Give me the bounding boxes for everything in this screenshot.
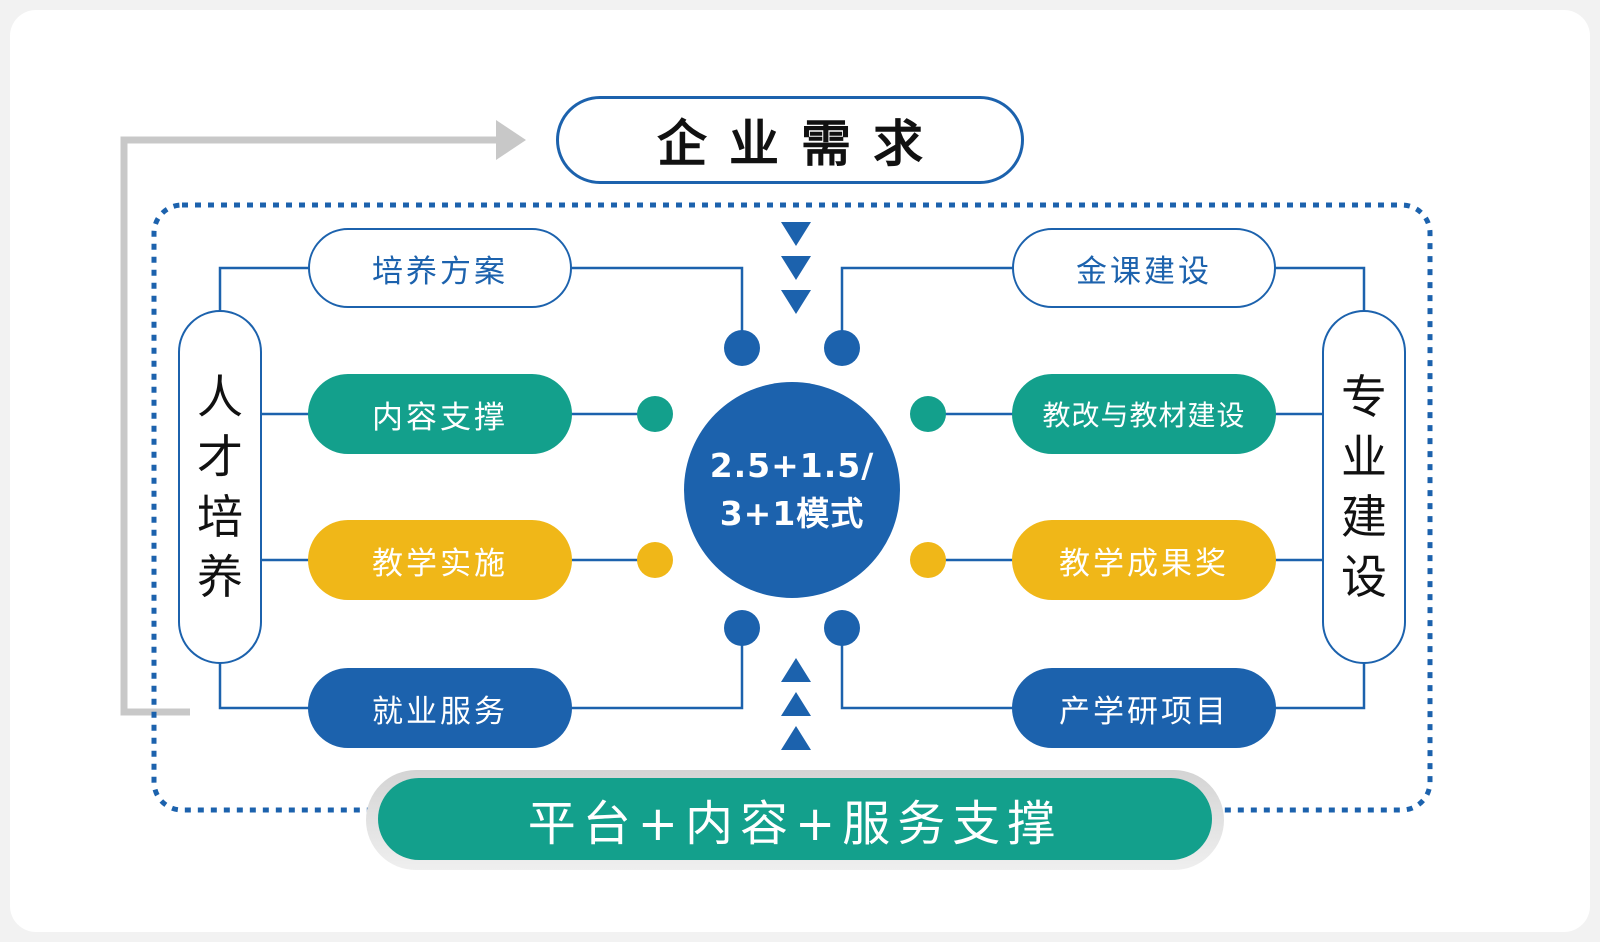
right-item-teaching-reform: 教改与教材建设 <box>1012 374 1276 454</box>
connector-left-vertical-top <box>218 266 310 312</box>
right-item-1-label: 金课建设 <box>1076 253 1212 290</box>
left-item-4-label: 就业服务 <box>372 693 508 730</box>
right-item-research-project: 产学研项目 <box>1012 668 1276 748</box>
talent-cultivation-label: 人才培养 <box>197 370 243 604</box>
dot-mid-left-teal <box>637 396 673 432</box>
down-triangle-1 <box>781 222 811 246</box>
dot-mid-right-teal <box>910 396 946 432</box>
down-triangle-2 <box>781 256 811 280</box>
left-item-1-label: 培养方案 <box>372 253 508 290</box>
left-item-employment-service: 就业服务 <box>308 668 572 748</box>
left-item-2-label: 内容支撑 <box>372 399 508 436</box>
feedback-arrow-line <box>120 136 496 716</box>
connector-right-item4-dot <box>840 628 1014 710</box>
platform-support-label: 平台+内容+服务支撑 <box>527 796 1063 852</box>
dot-top-left <box>724 330 760 366</box>
dot-mid-right-yellow <box>910 542 946 578</box>
right-item-4-label: 产学研项目 <box>1059 693 1229 730</box>
up-triangle-3 <box>781 726 811 750</box>
center-line-2: 3+1模式 <box>719 494 865 533</box>
left-item-training-plan: 培养方案 <box>308 228 572 308</box>
connector-right-item1-dot <box>840 266 1014 346</box>
enterprise-demand-box: 企业需求 <box>556 96 1024 184</box>
up-triangle-1 <box>781 658 811 682</box>
dot-bottom-right <box>824 610 860 646</box>
connector-left-vertical-bottom <box>218 662 310 710</box>
right-item-2-label: 教改与教材建设 <box>1042 399 1246 432</box>
left-item-content-support: 内容支撑 <box>308 374 572 454</box>
left-item-3-label: 教学实施 <box>372 545 508 582</box>
talent-cultivation-pill: 人才培养 <box>178 310 262 664</box>
dot-mid-left-yellow <box>637 542 673 578</box>
platform-support-bar: 平台+内容+服务支撑 <box>378 778 1212 860</box>
center-model-circle: 2.5+1.5/ 3+1模式 <box>684 382 900 598</box>
center-line-1: 2.5+1.5/ <box>709 446 875 485</box>
major-construction-label: 专业建设 <box>1341 370 1387 604</box>
connector-right-vertical-bottom <box>1274 662 1366 710</box>
left-item-teaching-implementation: 教学实施 <box>308 520 572 600</box>
enterprise-demand-label: 企业需求 <box>657 115 945 173</box>
right-item-teaching-award: 教学成果奖 <box>1012 520 1276 600</box>
dot-bottom-left <box>724 610 760 646</box>
connector-right-vertical-top <box>1274 266 1366 312</box>
feedback-arrow-head <box>496 120 526 160</box>
connector-left-item4-dot <box>570 628 744 710</box>
dot-top-right <box>824 330 860 366</box>
major-construction-pill: 专业建设 <box>1322 310 1406 664</box>
up-triangle-2 <box>781 692 811 716</box>
down-triangle-3 <box>781 290 811 314</box>
right-item-gold-course: 金课建设 <box>1012 228 1276 308</box>
connector-left-item1-dot <box>570 266 744 346</box>
dotted-frame <box>151 202 1433 813</box>
right-item-3-label: 教学成果奖 <box>1059 545 1229 582</box>
